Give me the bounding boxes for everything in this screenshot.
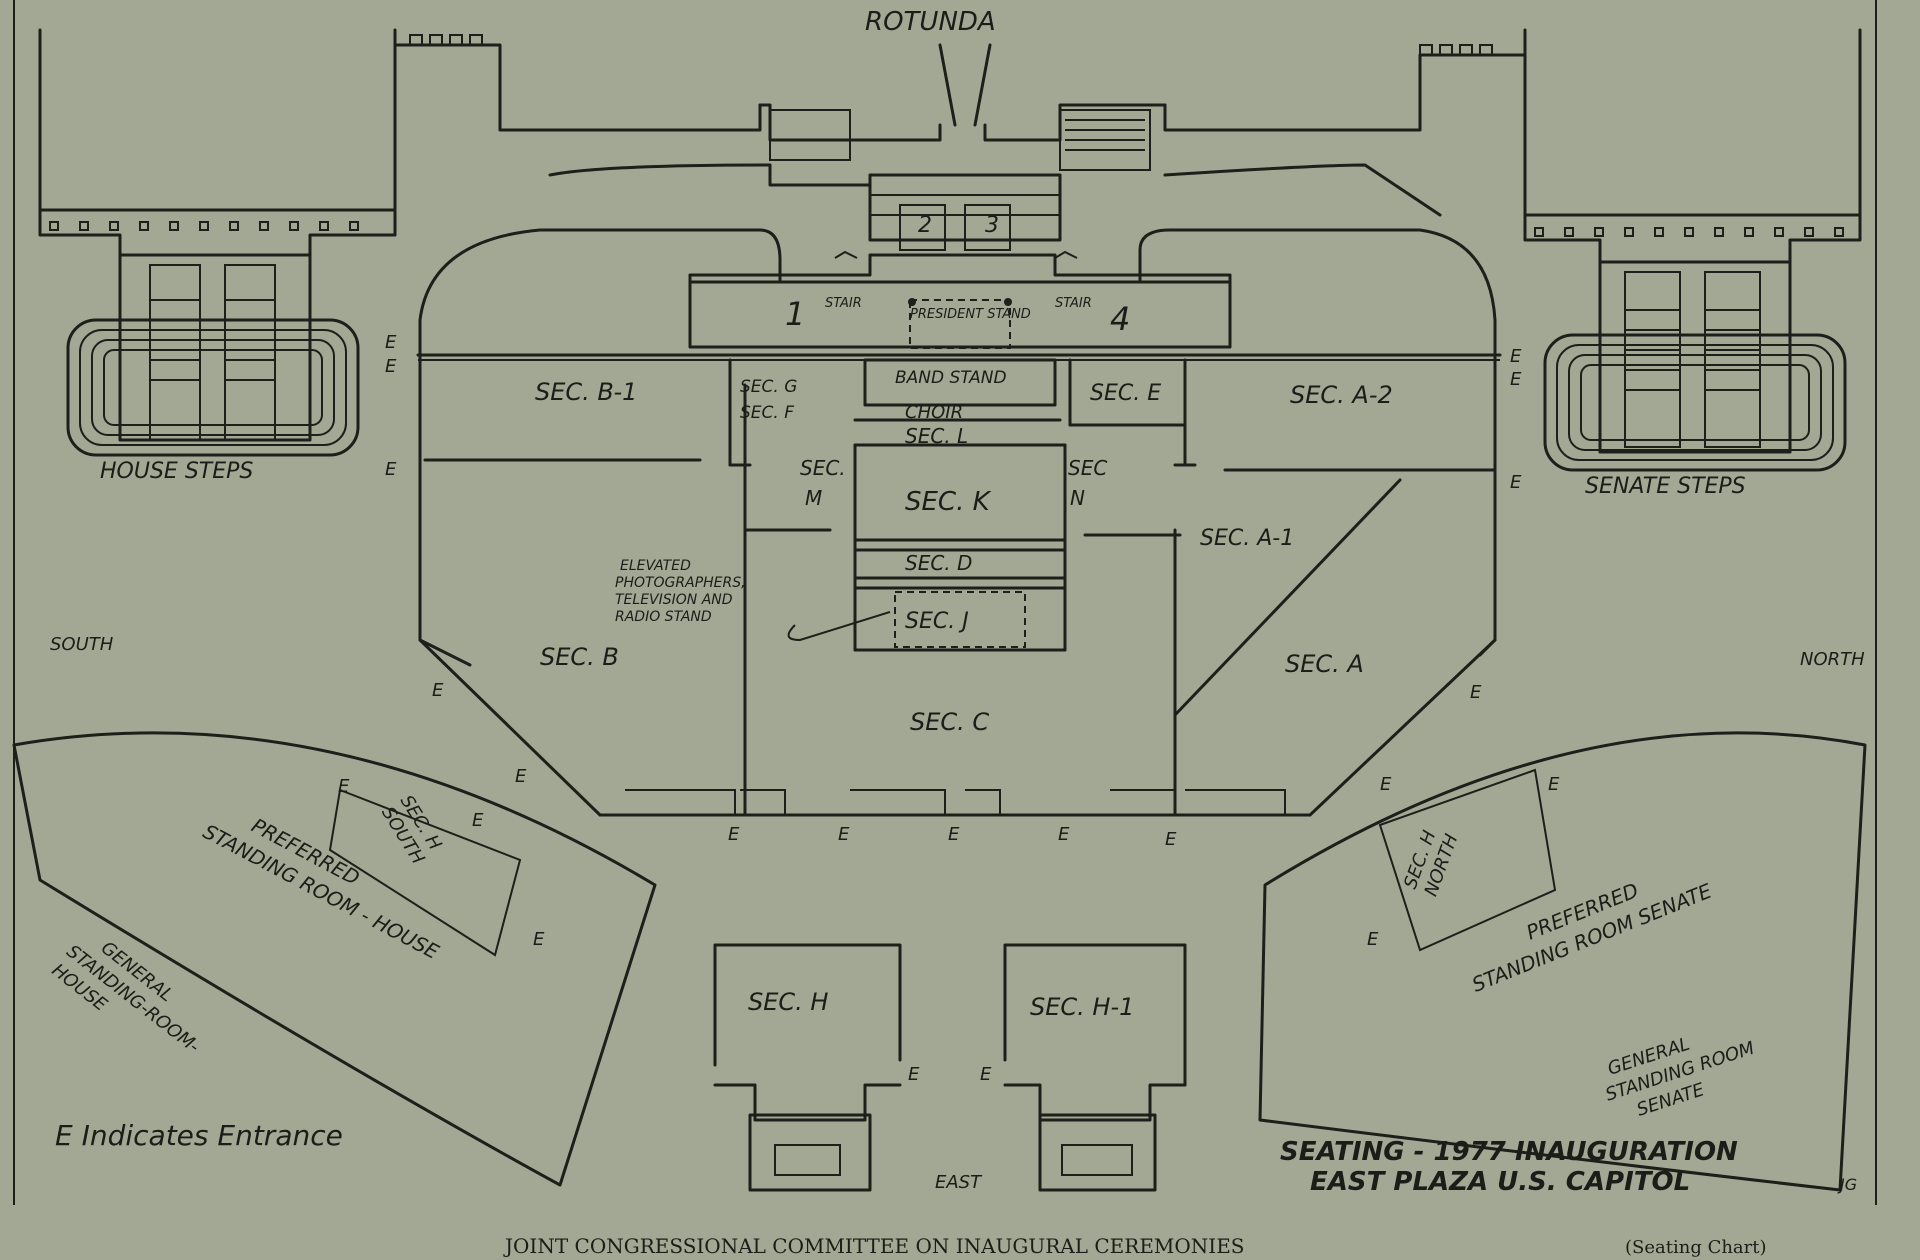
senate-steps-label: SENATE STEPS bbox=[1585, 474, 1746, 499]
sec-m-label-1: SEC. bbox=[800, 456, 846, 480]
plaza-outline bbox=[418, 228, 1497, 347]
sec-h-label: SEC. H bbox=[748, 988, 828, 1016]
title-line1: SEATING - 1977 INAUGURATION bbox=[1280, 1137, 1738, 1167]
sec-g-label: SEC. G bbox=[740, 377, 797, 397]
entrance-marker: E bbox=[338, 776, 350, 797]
sec-h1-label: SEC. H-1 bbox=[1030, 993, 1134, 1021]
sec-c-label: SEC. C bbox=[910, 708, 989, 736]
sec-k-label: SEC. K bbox=[905, 487, 992, 517]
entrance-marker: E bbox=[533, 929, 545, 950]
entrance-marker: E bbox=[1470, 682, 1482, 703]
entrance-marker: E bbox=[385, 459, 397, 480]
sec-n-label-1: SEC bbox=[1068, 456, 1107, 480]
sec-b1-label: SEC. B-1 bbox=[535, 378, 637, 406]
entrance-marker: E bbox=[1165, 829, 1177, 850]
sec-m-label-2: M bbox=[805, 486, 822, 510]
general-house-group: GENERAL STANDING-ROOM- HOUSE bbox=[48, 937, 204, 1057]
entrance-marker: E bbox=[728, 824, 740, 845]
sec-a2-label: SEC. A-2 bbox=[1290, 381, 1393, 409]
stair-left-label: STAIR bbox=[825, 296, 862, 311]
elevated-stand-arrow bbox=[787, 611, 891, 642]
band-stand-label: BAND STAND bbox=[895, 368, 1007, 388]
elevated-stand-line4: RADIO STAND bbox=[615, 609, 712, 625]
footer-caption: (Seating Chart) bbox=[1625, 1237, 1767, 1258]
sec-e-label: SEC. E bbox=[1090, 381, 1161, 406]
entrance-marker: E bbox=[1510, 369, 1522, 390]
elevated-stand-line1: ELEVATED bbox=[620, 558, 691, 574]
entrance-marker: E bbox=[1367, 929, 1379, 950]
east-label: EAST bbox=[935, 1172, 983, 1193]
sec-a-label: SEC. A bbox=[1285, 650, 1364, 678]
sec-h-north-group: SEC. H NORTH bbox=[1400, 827, 1463, 899]
sec-l-label: SEC. L bbox=[905, 424, 968, 448]
section-lines bbox=[418, 358, 1497, 817]
house-steps-label: HOUSE STEPS bbox=[100, 459, 253, 484]
area-4-label: 4 bbox=[1110, 300, 1130, 338]
elevated-stand-line2: PHOTOGRAPHERS, bbox=[615, 575, 746, 591]
sec-b-label: SEC. B bbox=[540, 643, 619, 671]
entrance-marker: E bbox=[980, 1064, 992, 1085]
standing-room-senate bbox=[1258, 731, 1867, 1192]
entrance-marker: E bbox=[385, 356, 397, 377]
entrance-marker: E bbox=[1548, 774, 1560, 795]
president-stand-label: PRESIDENT STAND bbox=[910, 307, 1031, 322]
initials: JG bbox=[1837, 1175, 1857, 1194]
inaugural-platform bbox=[416, 250, 1502, 407]
area-3-label: 3 bbox=[985, 213, 999, 238]
general-senate-group: GENERAL STANDING ROOM SENATE bbox=[1603, 1034, 1758, 1121]
entrance-marker: E bbox=[1510, 346, 1522, 367]
sec-d-label: SEC. D bbox=[905, 551, 972, 575]
standing-room-house bbox=[12, 731, 657, 1187]
area-2-label: 2 bbox=[918, 213, 932, 238]
house-wing-building bbox=[38, 28, 762, 257]
footer-committee: JOINT CONGRESSIONAL COMMITTEE ON INAUGUR… bbox=[503, 1234, 1245, 1258]
central-portico bbox=[548, 43, 1442, 251]
entrance-marker: E bbox=[1510, 472, 1522, 493]
south-label: SOUTH bbox=[50, 634, 114, 655]
stair-right-label: STAIR bbox=[1055, 296, 1092, 311]
rotunda-label: ROTUNDA bbox=[865, 7, 996, 37]
senate-wing-building bbox=[1163, 28, 1862, 264]
sec-n-label-2: N bbox=[1070, 486, 1085, 510]
legend-text: E Indicates Entrance bbox=[55, 1119, 343, 1152]
house-steps bbox=[66, 253, 360, 457]
entrance-marker: E bbox=[838, 824, 850, 845]
area-1-label: 1 bbox=[785, 295, 805, 333]
entrance-marker: E bbox=[1058, 824, 1070, 845]
entrance-markers: E E E E E E E E E E E E E E E E E E E E … bbox=[338, 332, 1560, 1085]
entrance-marker: E bbox=[472, 810, 484, 831]
entrance-marker: E bbox=[432, 680, 444, 701]
entrance-marker: E bbox=[908, 1064, 920, 1085]
choir-label: CHOIR bbox=[905, 402, 963, 423]
entrance-marker: E bbox=[515, 766, 527, 787]
title-line2: EAST PLAZA U.S. CAPITOL bbox=[1310, 1167, 1690, 1197]
sec-f-label: SEC. F bbox=[740, 403, 794, 423]
section-h1-block bbox=[1003, 943, 1187, 1192]
senate-steps bbox=[1543, 260, 1847, 472]
entrance-marker: E bbox=[948, 824, 960, 845]
sec-a1-label: SEC. A-1 bbox=[1200, 526, 1294, 551]
entrance-marker: E bbox=[1380, 774, 1392, 795]
entrance-marker: E bbox=[385, 332, 397, 353]
section-h-block bbox=[713, 943, 902, 1192]
north-label: NORTH bbox=[1800, 649, 1865, 670]
preferred-senate-group: PREFERRED STANDING ROOM SENATE bbox=[1468, 878, 1715, 997]
sec-j-label: SEC. J bbox=[905, 609, 969, 634]
sec-h-south-group: SEC. H SOUTH bbox=[377, 792, 446, 869]
elevated-stand-line3: TELEVISION AND bbox=[615, 592, 733, 608]
